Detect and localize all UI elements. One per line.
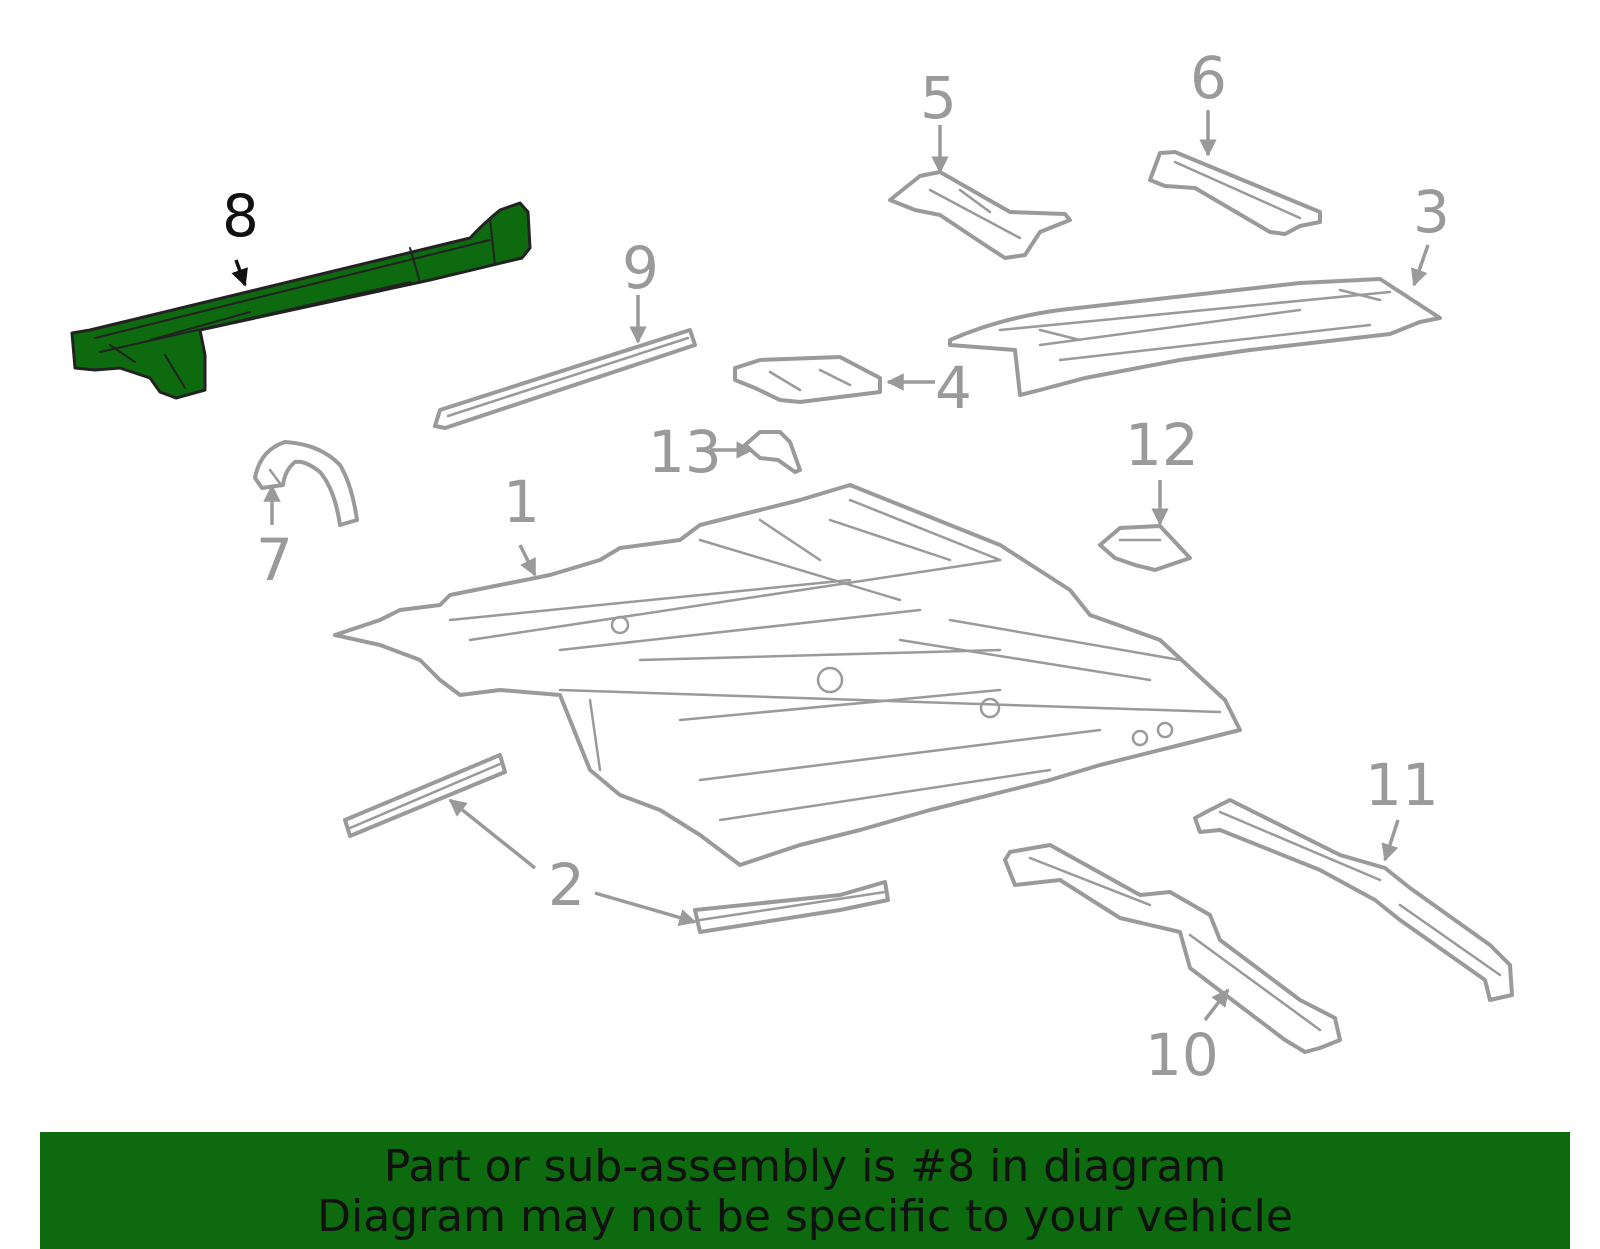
part-2-rail-right[interactable] — [693, 880, 890, 934]
part-9-reinforcement[interactable] — [433, 328, 697, 430]
parts-diagram: 8 9 5 6 3 4 13 12 7 1 2 10 11 — [70, 44, 1514, 1089]
banner-line-1: Part or sub-assembly is #8 in diagram — [383, 1141, 1227, 1192]
part-8-side-member[interactable] — [70, 201, 532, 400]
part-7-bracket[interactable] — [253, 440, 359, 527]
callout-3: 3 — [1413, 178, 1450, 246]
callout-8: 8 — [222, 182, 259, 250]
part-3-rear-floor[interactable] — [948, 277, 1442, 397]
callout-13: 13 — [648, 418, 722, 486]
callout-1: 1 — [503, 468, 540, 536]
part-4-bracket[interactable] — [733, 355, 882, 404]
callout-10: 10 — [1145, 1021, 1219, 1089]
part-6-crossmember[interactable] — [1148, 150, 1322, 236]
callout-11: 11 — [1365, 751, 1439, 819]
callout-7: 7 — [256, 526, 293, 594]
part-11-side-member[interactable] — [1193, 798, 1514, 1002]
callout-4: 4 — [935, 354, 972, 422]
part-13-bracket[interactable] — [743, 430, 802, 474]
part-5-crossmember[interactable] — [888, 170, 1072, 260]
callout-9: 9 — [622, 234, 659, 302]
info-banner: Part or sub-assembly is #8 in diagram Di… — [40, 1132, 1570, 1249]
callout-6: 6 — [1190, 44, 1227, 112]
callout-12: 12 — [1125, 411, 1199, 479]
part-1-floor-pan[interactable] — [333, 483, 1242, 867]
part-12-patch[interactable] — [1098, 524, 1192, 572]
callout-2: 2 — [548, 851, 585, 919]
part-10-side-member[interactable] — [1003, 843, 1342, 1054]
banner-line-2: Diagram may not be specific to your vehi… — [317, 1191, 1293, 1242]
part-2-rail-left[interactable] — [343, 753, 507, 838]
callout-5: 5 — [920, 64, 957, 132]
